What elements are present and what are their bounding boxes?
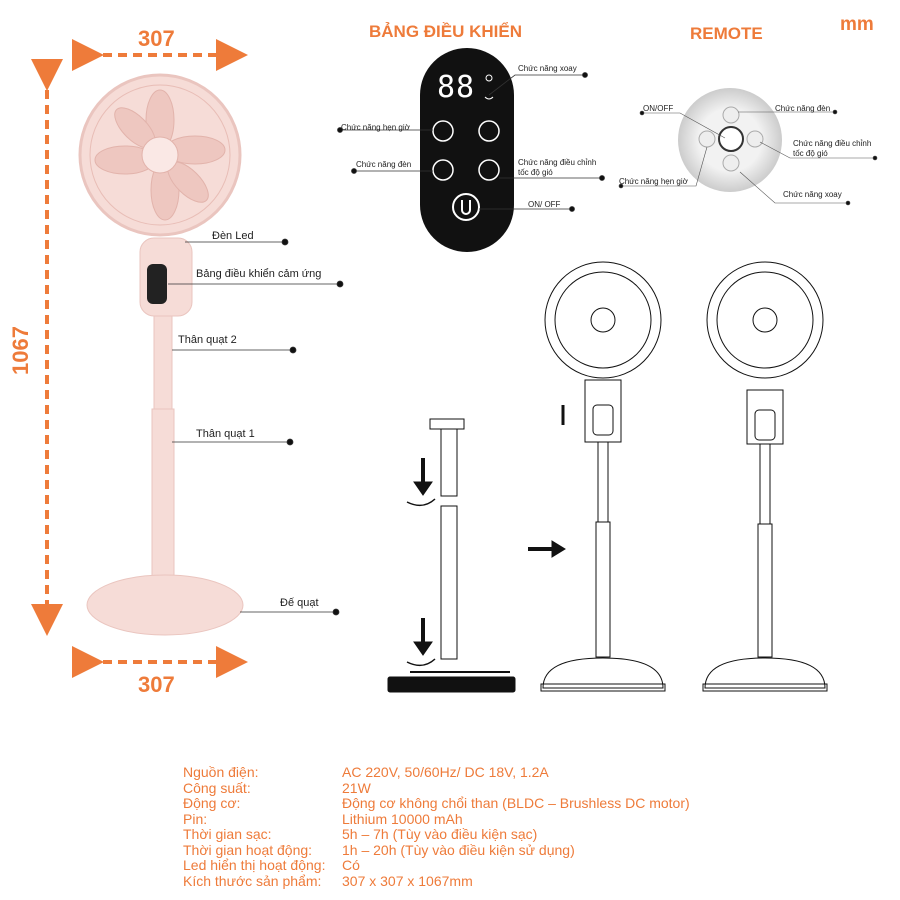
spec-value: 307 x 307 x 1067mm: [342, 872, 473, 889]
spec-value: Lithium 10000 mAh: [342, 810, 463, 827]
cp-label-timer: Chức năng hẹn giờ: [341, 123, 410, 132]
dimension-width-bottom: 307: [138, 672, 175, 697]
spec-value: AC 220V, 50/60Hz/ DC 18V, 1.2A: [342, 764, 549, 780]
spec-value: Có: [342, 857, 360, 873]
spec-key: Led hiển thị hoạt động:: [183, 857, 326, 873]
remote-label-speed-2: tốc độ gió: [793, 149, 828, 158]
spec-value: Động cơ không chổi than (BLDC – Brushles…: [342, 795, 690, 811]
cp-label-speed-2: tốc độ gió: [518, 168, 553, 177]
remote-label-light: Chức năng đèn: [775, 104, 831, 113]
fan-illustration: [78, 73, 244, 636]
remote-title: REMOTE: [690, 24, 763, 43]
dimension-height: 1067: [8, 326, 33, 375]
spec-value: 1h – 20h (Tùy vào điều kiện sử dụng): [342, 841, 575, 858]
spec-key: Thời gian sạc:: [183, 826, 272, 842]
spec-row: Thời gian sạc: 5h – 7h (Tùy vào điều kiện…: [183, 826, 690, 843]
unit-label: mm: [840, 14, 874, 35]
spec-key: Pin:: [183, 810, 208, 827]
spec-row: Pin: Lithium 10000 mAh: [183, 810, 690, 828]
label-body-1: Thân quạt 1: [196, 428, 255, 440]
spec-value: 21W: [342, 779, 371, 796]
remote-label-power: ON/OFF: [643, 104, 674, 113]
assembly-diagram: [387, 261, 828, 693]
spec-row: Động cơ: Động cơ không chổi than (BLDC – …: [183, 795, 690, 812]
remote-graphic: [678, 88, 782, 192]
remote-label-speed-1: Chức năng điều chỉnh: [793, 139, 872, 148]
spec-row: Nguồn điện: AC 220V, 50/60Hz/ DC 18V, 1.2…: [183, 764, 690, 781]
cp-label-power: ON/ OFF: [528, 200, 561, 209]
remote-label-timer: Chức năng hẹn giờ: [619, 177, 688, 186]
remote-label-swing: Chức năng xoay: [783, 190, 842, 199]
cp-label-speed-1: Chức năng điều chỉnh: [518, 158, 597, 167]
spec-key: Thời gian hoạt động:: [183, 841, 313, 858]
spec-key: Động cơ:: [183, 795, 241, 811]
control-panel-title: BẢNG ĐIỀU KHIỂN: [369, 22, 523, 41]
spec-key: Kích thước sản phẩm:: [183, 872, 322, 889]
label-led: Đèn Led: [212, 230, 254, 242]
control-panel-graphic: [420, 48, 514, 252]
control-display: 88: [437, 70, 476, 105]
spec-row: Kích thước sản phẩm: 307 x 307 x 1067mm: [183, 872, 690, 890]
cp-label-light: Chức năng đèn: [356, 160, 412, 169]
dimension-arrows: [31, 39, 248, 678]
spec-row: Thời gian hoạt động: 1h – 20h (Tùy vào đi…: [183, 841, 690, 859]
spec-row: Công suất: 21W: [183, 779, 690, 797]
spec-value: 5h – 7h (Tùy vào điều kiện sạc): [342, 826, 538, 842]
dimension-width-top: 307: [138, 26, 175, 51]
label-base: Đế quạt: [280, 597, 319, 609]
label-touch-panel: Bảng điều khiển cảm ứng: [196, 268, 322, 280]
spec-key: Công suất:: [183, 779, 251, 796]
label-body-2: Thân quạt 2: [178, 334, 237, 346]
cp-label-swing: Chức năng xoay: [518, 64, 577, 73]
spec-row: Led hiển thị hoạt động: Có: [183, 857, 690, 874]
spec-key: Nguồn điện:: [183, 764, 259, 780]
spec-list: Nguồn điện: AC 220V, 50/60Hz/ DC 18V, 1.2…: [183, 764, 690, 890]
